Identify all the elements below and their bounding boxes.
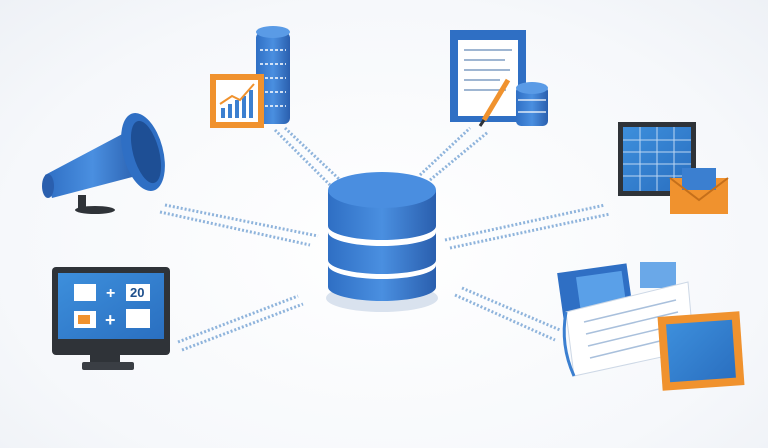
monitor-number-label: 20 bbox=[130, 285, 144, 300]
svg-text:+: + bbox=[106, 285, 115, 302]
connector-lines bbox=[159, 126, 611, 352]
svg-text:+: + bbox=[105, 310, 116, 330]
growth-chart-frame-icon bbox=[210, 74, 264, 128]
picture-frame-icon bbox=[657, 311, 745, 391]
connector-top-left bbox=[273, 126, 342, 187]
connector-left bbox=[159, 203, 319, 247]
desktop-monitor-icon: + 20 + bbox=[52, 267, 170, 370]
central-database-icon bbox=[326, 172, 438, 312]
server-stack-icon bbox=[256, 26, 290, 124]
database-coins-icon bbox=[516, 82, 548, 126]
connector-bottom-right bbox=[454, 286, 561, 342]
connector-bottom-left bbox=[177, 294, 304, 352]
connector-top-right bbox=[418, 126, 489, 182]
envelope-icon bbox=[669, 168, 729, 214]
megaphone-icon bbox=[42, 113, 165, 214]
document-signing-icon bbox=[450, 30, 526, 127]
connector-right bbox=[444, 203, 611, 250]
